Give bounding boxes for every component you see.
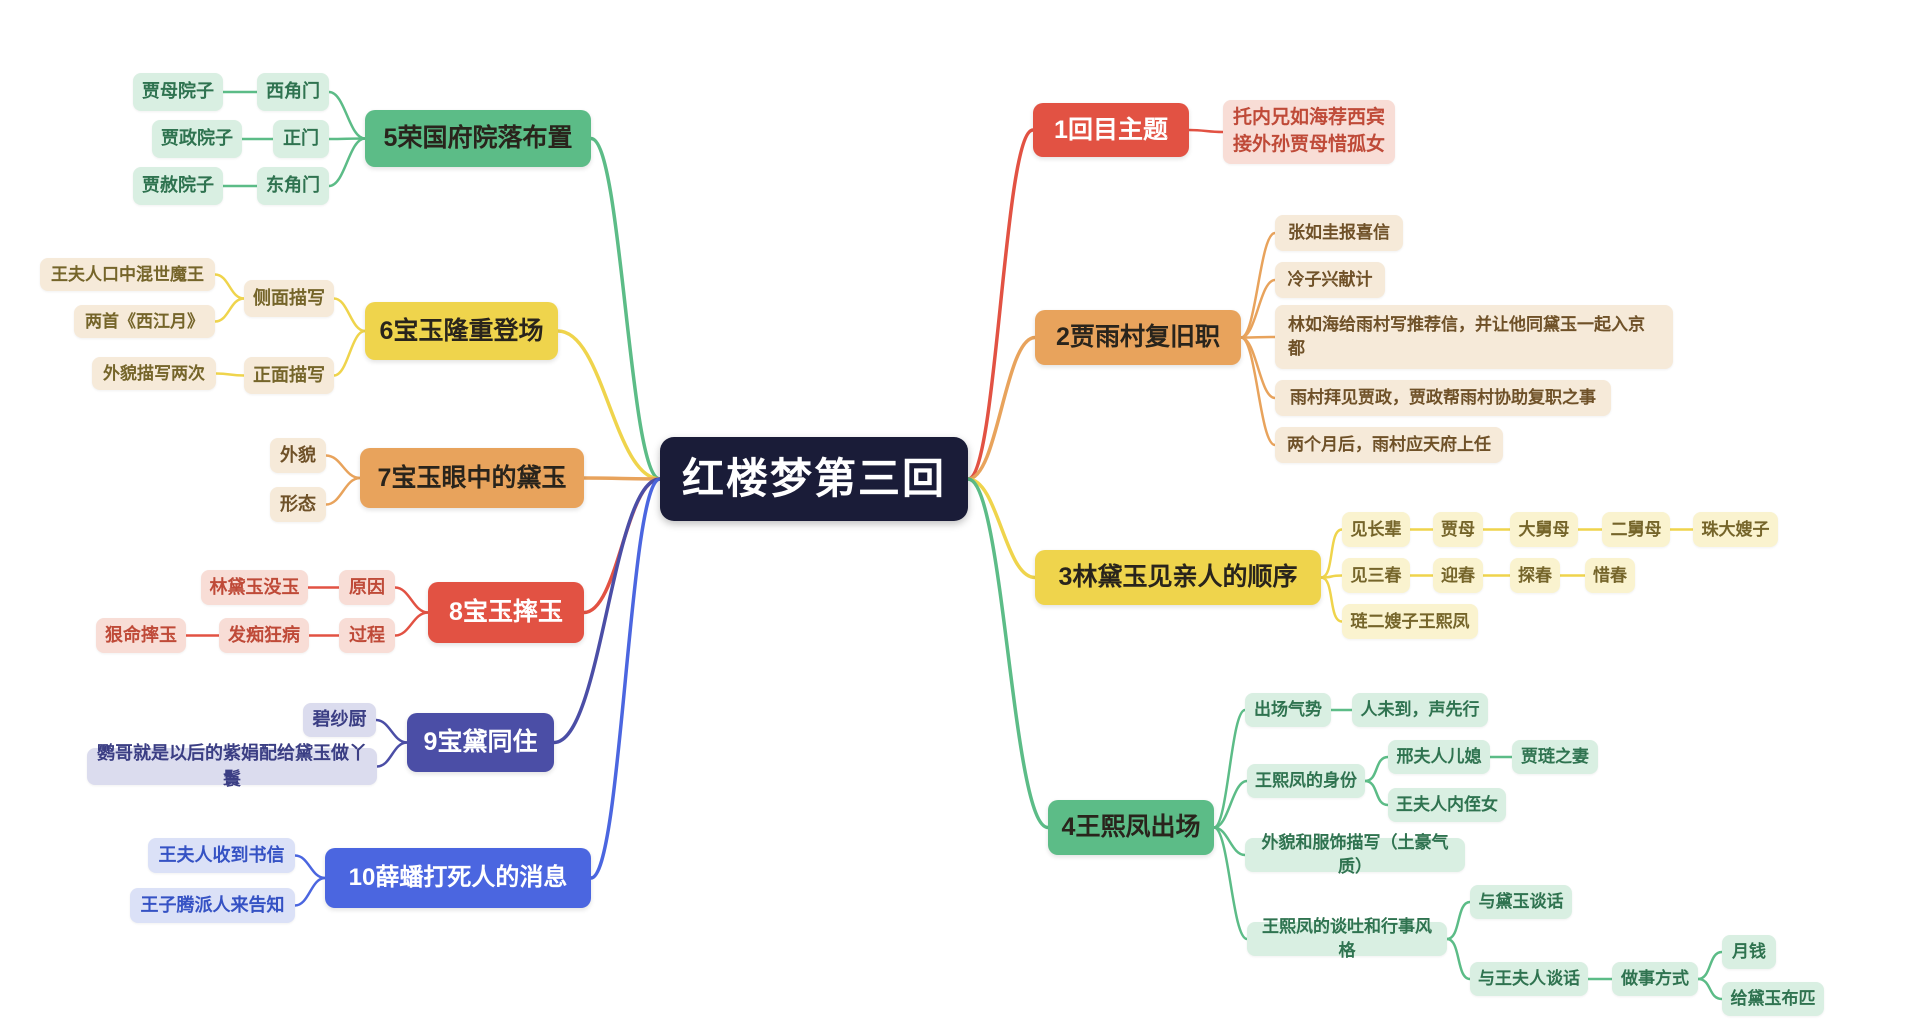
node-b3-tanchun[interactable]: 探春 xyxy=(1510,558,1560,593)
node-b4-waimao[interactable]: 外貌和服饰描写（土豪气质） xyxy=(1245,833,1465,876)
node-b4-qishi[interactable]: 出场气势 xyxy=(1245,693,1331,727)
edge-b10-to-b10-gaozhi xyxy=(293,876,327,907)
edge-b9-to-b9-yingge xyxy=(375,741,409,768)
node-b8[interactable]: 8宝玉摔玉 xyxy=(428,582,584,643)
edge-b2-to-b2-zhangrugui xyxy=(1239,231,1277,339)
node-b7-waimao[interactable]: 外貌 xyxy=(270,438,326,473)
edge-b1-to-b1-summary xyxy=(1187,128,1225,134)
node-b4-shenfen[interactable]: 王熙凤的身份 xyxy=(1247,764,1365,798)
node-b4-zuoshi[interactable]: 做事方式 xyxy=(1612,962,1698,996)
edge-b2-to-b2-shangren xyxy=(1239,336,1277,447)
edge-b8-to-b8-guocheng xyxy=(393,611,430,637)
node-b3-yingchun[interactable]: 迎春 xyxy=(1433,558,1483,593)
node-b4-wangfuren[interactable]: 王夫人内侄女 xyxy=(1388,788,1506,822)
node-b4-yudaiyu[interactable]: 与黛玉谈话 xyxy=(1470,885,1572,919)
node-b4-xingfuren[interactable]: 邢夫人儿媳 xyxy=(1388,740,1490,774)
edge-root-to-b4 xyxy=(966,477,1050,830)
edge-root-to-b7 xyxy=(582,476,662,481)
node-b3-jiamu[interactable]: 贾母 xyxy=(1433,512,1483,547)
node-b3-elders[interactable]: 见长辈 xyxy=(1342,512,1410,547)
node-b2-zhangrugui[interactable]: 张如圭报喜信 xyxy=(1275,215,1403,251)
root-node[interactable]: 红楼梦第三回 xyxy=(660,437,968,521)
node-b3-xichun[interactable]: 惜春 xyxy=(1585,558,1635,593)
node-b2-shangren[interactable]: 两个月后，雨村应天府上任 xyxy=(1275,427,1503,463)
edge-b5-to-b5-xijiaomen xyxy=(327,90,367,140)
node-b6-zhengmian[interactable]: 正面描写 xyxy=(244,357,334,394)
node-b3-wangxifeng[interactable]: 琏二嫂子王熙凤 xyxy=(1342,604,1478,639)
edge-root-to-b6 xyxy=(556,329,662,481)
edge-root-to-b1 xyxy=(966,128,1035,481)
node-b3[interactable]: 3林黛玉见亲人的顺序 xyxy=(1035,550,1321,605)
node-b10[interactable]: 10薛蟠打死人的消息 xyxy=(325,848,591,908)
node-b4-yueqian[interactable]: 月钱 xyxy=(1722,935,1776,969)
edge-root-to-b3 xyxy=(966,477,1037,580)
edge-b4-to-b4-shenfen xyxy=(1212,779,1249,829)
node-b3-dajiumu[interactable]: 大舅母 xyxy=(1510,512,1578,547)
node-b4[interactable]: 4王熙凤出场 xyxy=(1048,800,1214,855)
edge-root-to-b10 xyxy=(589,477,662,880)
edge-b6-cemian-to-b6-xijiangyue xyxy=(213,297,246,323)
node-b6-xijiangyue[interactable]: 两首《西江月》 xyxy=(74,305,215,338)
node-b1[interactable]: 1回目主题 xyxy=(1033,103,1189,157)
edge-b4-to-b4-tantu xyxy=(1212,826,1249,941)
edge-b4-to-b4-qishi xyxy=(1212,708,1247,829)
edge-b6-zhengmian-to-b6-waimaoliangci xyxy=(214,372,246,377)
node-b9[interactable]: 9宝黛同住 xyxy=(407,713,554,772)
edge-b3-to-b3-elders xyxy=(1319,528,1344,579)
node-b8-henming[interactable]: 狠命摔玉 xyxy=(96,618,186,653)
node-b5-jiasheyuanzi[interactable]: 贾赦院子 xyxy=(133,167,223,205)
node-b2[interactable]: 2贾雨村复旧职 xyxy=(1035,310,1241,365)
edge-root-to-b5 xyxy=(589,136,662,481)
node-b3-zhudasaozi[interactable]: 珠大嫂子 xyxy=(1693,512,1778,547)
node-b8-yuanyin[interactable]: 原因 xyxy=(339,570,395,605)
edge-b7-to-b7-xingtai xyxy=(324,476,362,506)
node-b9-yingge[interactable]: 鹦哥就是以后的紫娟配给黛玉做丫鬟 xyxy=(87,743,377,789)
edge-root-to-b2 xyxy=(966,335,1037,481)
node-b5[interactable]: 5荣国府院落布置 xyxy=(365,110,591,167)
node-b5-jiazhengyuanzi[interactable]: 贾政院子 xyxy=(152,120,242,158)
node-b7-xingtai[interactable]: 形态 xyxy=(270,487,326,522)
node-b4-shengxianxing[interactable]: 人未到，声先行 xyxy=(1352,693,1488,727)
edge-b5-to-b5-dongjiaomen xyxy=(327,137,367,188)
edge-b4-tantu-to-b4-yuwangfuren xyxy=(1445,937,1472,981)
edge-b6-to-b6-zhengmian xyxy=(332,329,367,377)
node-b2-linruhai[interactable]: 林如海给雨村写推荐信，并让他同黛玉一起入京 都 xyxy=(1275,305,1673,369)
edge-b4-tantu-to-b4-yudaiyu xyxy=(1445,900,1472,941)
node-b10-shuxin[interactable]: 王夫人收到书信 xyxy=(148,838,295,873)
node-b8-meiyu[interactable]: 林黛玉没玉 xyxy=(201,570,308,605)
node-b6[interactable]: 6宝玉隆重登场 xyxy=(365,302,558,360)
node-b7[interactable]: 7宝玉眼中的黛玉 xyxy=(360,448,584,508)
edge-b2-to-b2-lengzixing xyxy=(1239,278,1277,339)
node-b2-baijian[interactable]: 雨村拜见贾政，贾政帮雨村协助复职之事 xyxy=(1275,380,1611,416)
node-b8-guocheng[interactable]: 过程 xyxy=(339,618,395,653)
node-b4-bupi[interactable]: 给黛玉布匹 xyxy=(1722,982,1824,1016)
node-b2-lengzixing[interactable]: 冷子兴献计 xyxy=(1275,262,1385,298)
edge-root-to-b9 xyxy=(552,477,662,745)
node-b3-sanchun[interactable]: 见三春 xyxy=(1342,558,1410,593)
node-b6-cemian[interactable]: 侧面描写 xyxy=(244,280,334,317)
node-b1-summary[interactable]: 托内兄如海荐西宾 接外孙贾母惜孤女 xyxy=(1223,100,1395,164)
node-b5-xijiaomen[interactable]: 西角门 xyxy=(257,73,329,111)
node-b8-fachikuang[interactable]: 发痴狂病 xyxy=(219,618,309,653)
node-b4-jialianzhiqi[interactable]: 贾琏之妻 xyxy=(1512,740,1598,774)
edge-b4-zuoshi-to-b4-bupi xyxy=(1696,977,1724,1001)
node-b5-jiamuyuanzi[interactable]: 贾母院子 xyxy=(133,73,223,111)
node-b6-waimaoliangci[interactable]: 外貌描写两次 xyxy=(92,357,216,390)
edge-b4-shenfen-to-b4-wangfuren xyxy=(1363,779,1390,807)
node-b9-bishachu[interactable]: 碧纱厨 xyxy=(303,703,376,737)
node-b4-yuwangfuren[interactable]: 与王夫人谈话 xyxy=(1470,962,1588,996)
node-b3-erjiumu[interactable]: 二舅母 xyxy=(1602,512,1670,547)
node-b6-mowang[interactable]: 王夫人口中混世魔王 xyxy=(40,258,215,291)
node-b4-tantu[interactable]: 王熙凤的谈吐和行事风格 xyxy=(1247,917,1447,960)
node-b5-dongjiaomen[interactable]: 东角门 xyxy=(257,167,329,205)
edge-b6-to-b6-cemian xyxy=(332,297,367,333)
node-b10-gaozhi[interactable]: 王子腾派人来告知 xyxy=(130,888,295,923)
edge-b3-to-b3-wangxifeng xyxy=(1319,576,1344,623)
node-b5-zhengmen[interactable]: 正门 xyxy=(273,120,329,158)
